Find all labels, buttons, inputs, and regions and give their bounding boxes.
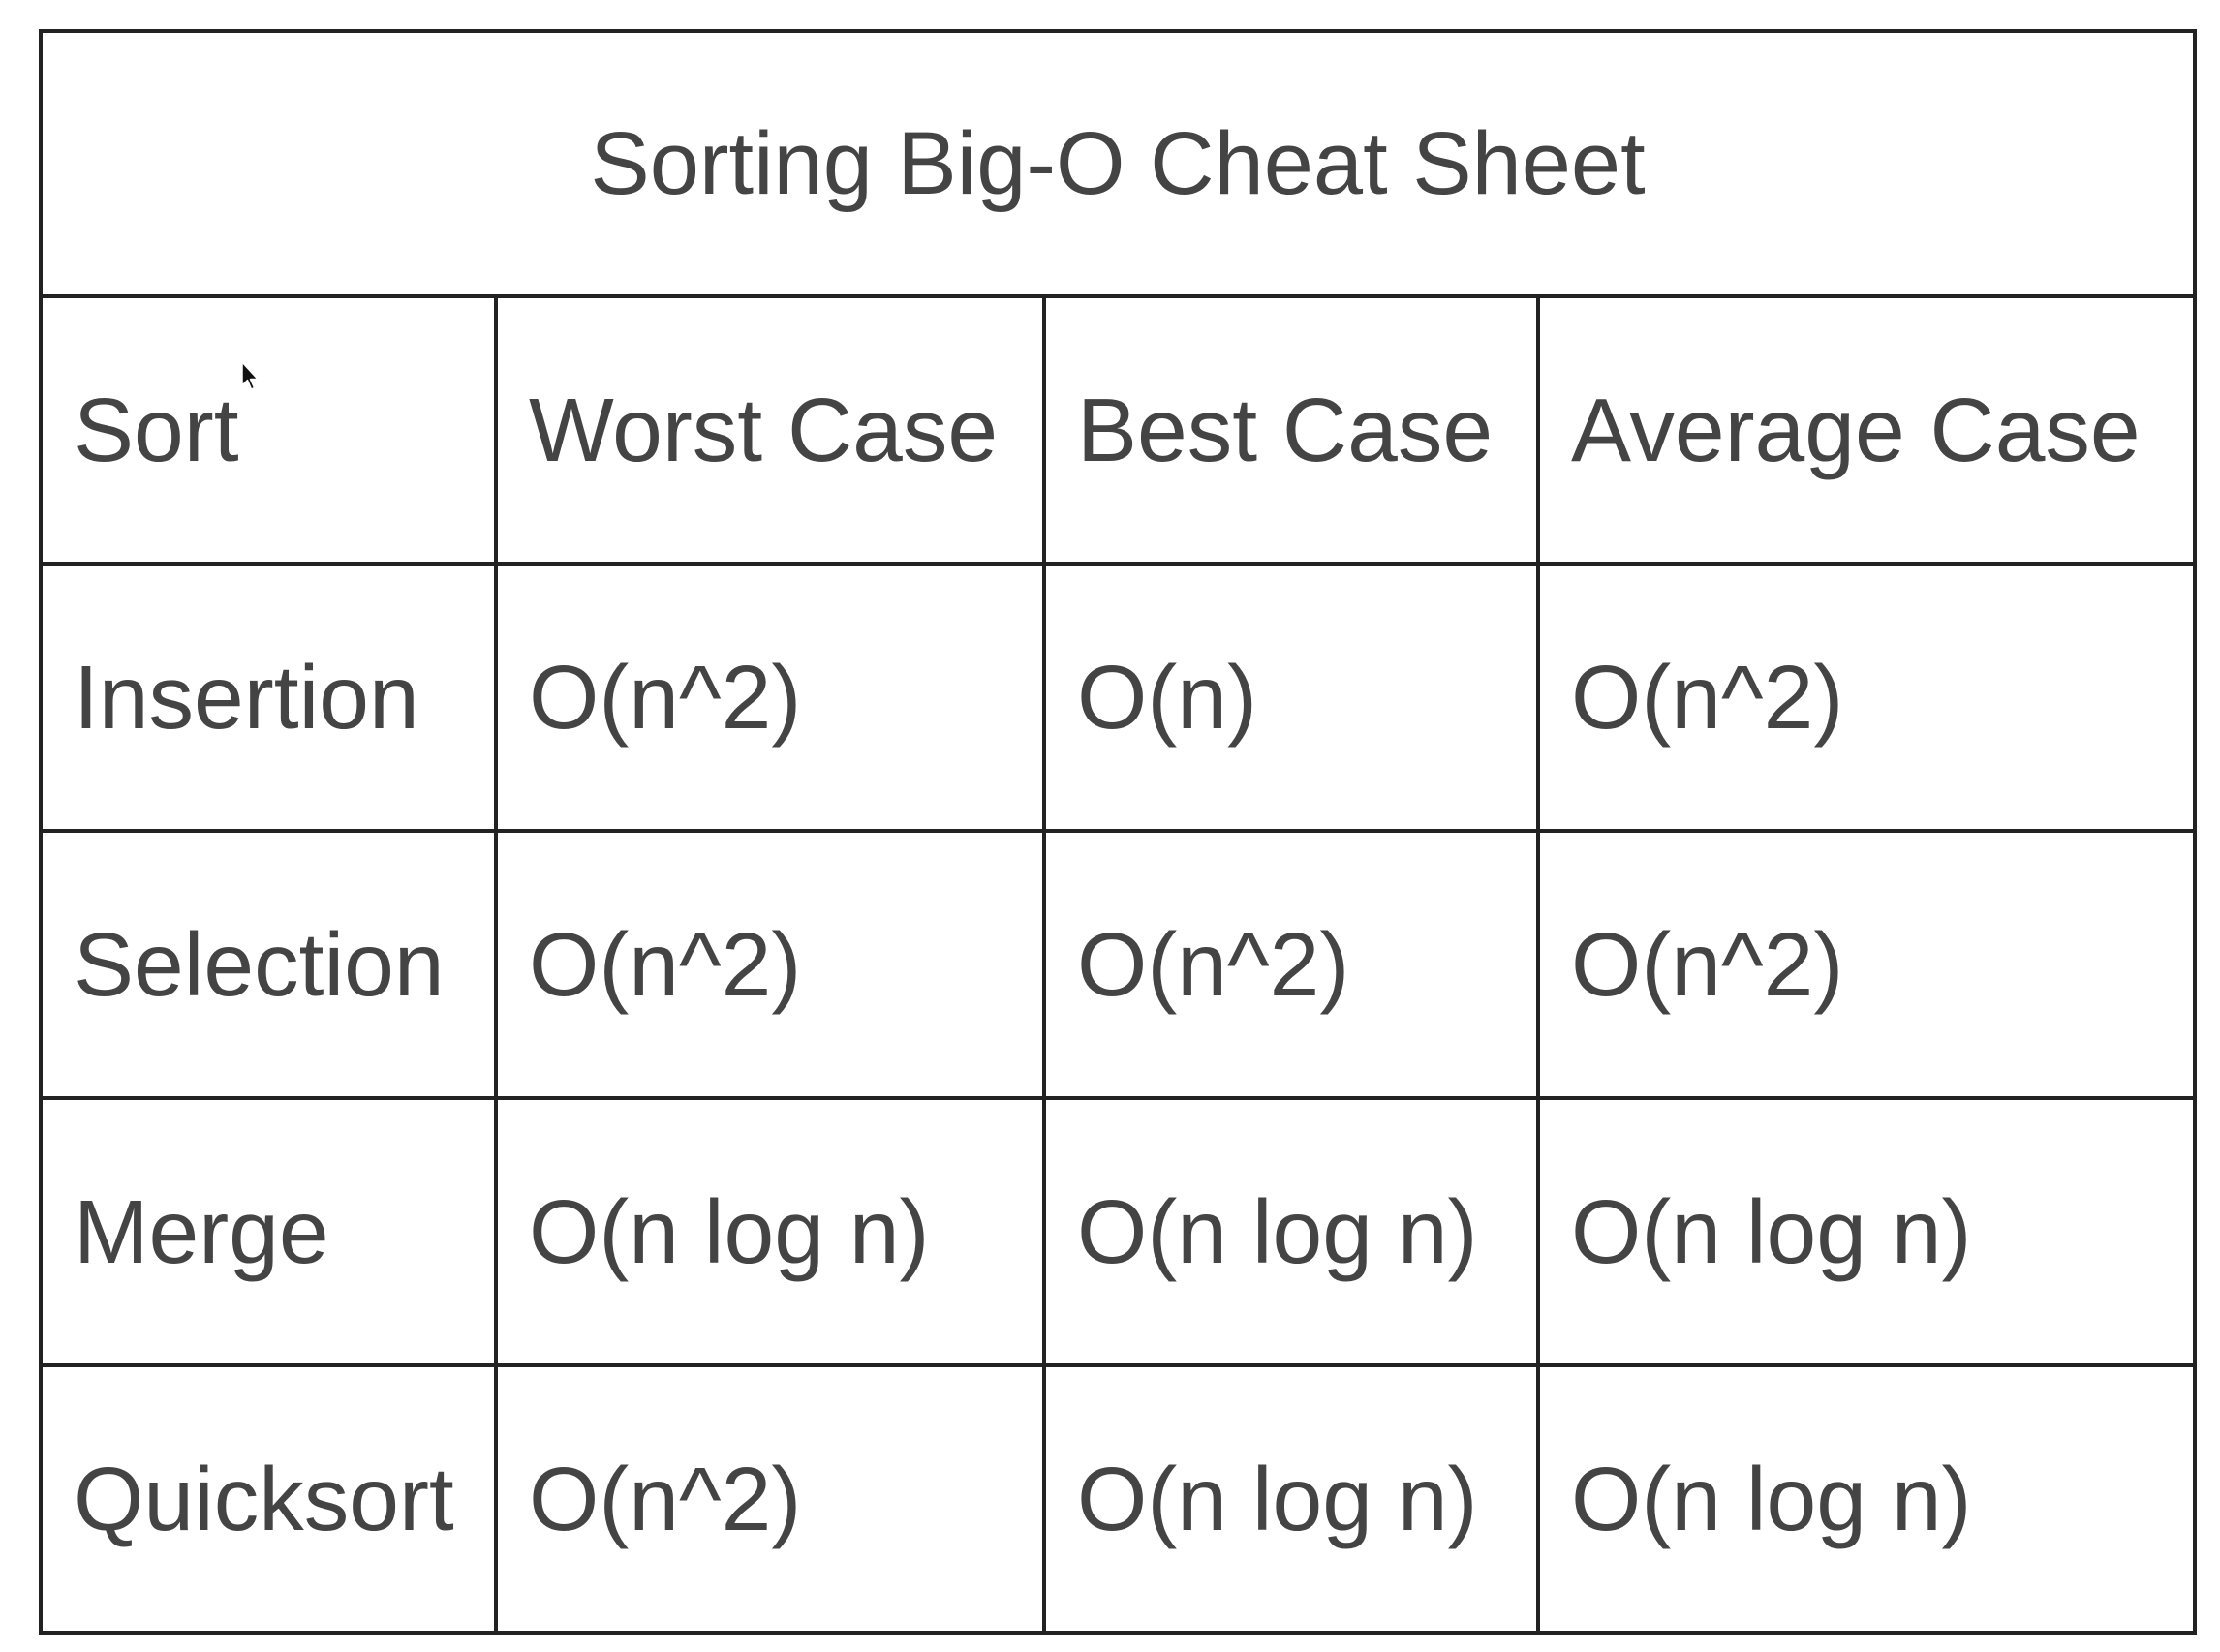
best-case-value: O(n log n) (1042, 1363, 1540, 1635)
best-case-value: O(n) (1042, 562, 1540, 833)
header-row: Sort Worst Case Best Case Average Case (39, 294, 2198, 566)
average-case-value: O(n^2) (1535, 562, 2198, 833)
average-case-value: O(n^2) (1535, 829, 2198, 1100)
cheat-sheet: Sorting Big-O Cheat Sheet Sort Worst Cas… (38, 29, 2198, 1635)
table-row: Quicksort O(n^2) O(n log n) O(n log n) (39, 1363, 2198, 1635)
header-worst-case: Worst Case (494, 294, 1046, 566)
table-row: Selection O(n^2) O(n^2) O(n^2) (39, 829, 2198, 1100)
big-o-table: Sorting Big-O Cheat Sheet Sort Worst Cas… (38, 29, 2198, 1635)
table-title: Sorting Big-O Cheat Sheet (38, 29, 2198, 298)
table-title-text: Sorting Big-O Cheat Sheet (590, 113, 1646, 213)
header-average-case: Average Case (1535, 294, 2198, 566)
header-sort: Sort (39, 294, 498, 566)
table-row: Insertion O(n^2) O(n) O(n^2) (39, 562, 2198, 833)
best-case-value: O(n log n) (1042, 1096, 1540, 1367)
average-case-value: O(n log n) (1535, 1363, 2198, 1635)
sort-name: Insertion (39, 562, 498, 833)
sort-name: Quicksort (39, 1363, 498, 1635)
title-row: Sorting Big-O Cheat Sheet (38, 29, 2198, 298)
table-row: Merge O(n log n) O(n log n) O(n log n) (39, 1096, 2198, 1367)
worst-case-value: O(n log n) (494, 1096, 1046, 1367)
sort-name: Merge (39, 1096, 498, 1367)
worst-case-value: O(n^2) (494, 562, 1046, 833)
worst-case-value: O(n^2) (494, 1363, 1046, 1635)
average-case-value: O(n log n) (1535, 1096, 2198, 1367)
worst-case-value: O(n^2) (494, 829, 1046, 1100)
sort-name: Selection (39, 829, 498, 1100)
best-case-value: O(n^2) (1042, 829, 1540, 1100)
header-best-case: Best Case (1042, 294, 1540, 566)
